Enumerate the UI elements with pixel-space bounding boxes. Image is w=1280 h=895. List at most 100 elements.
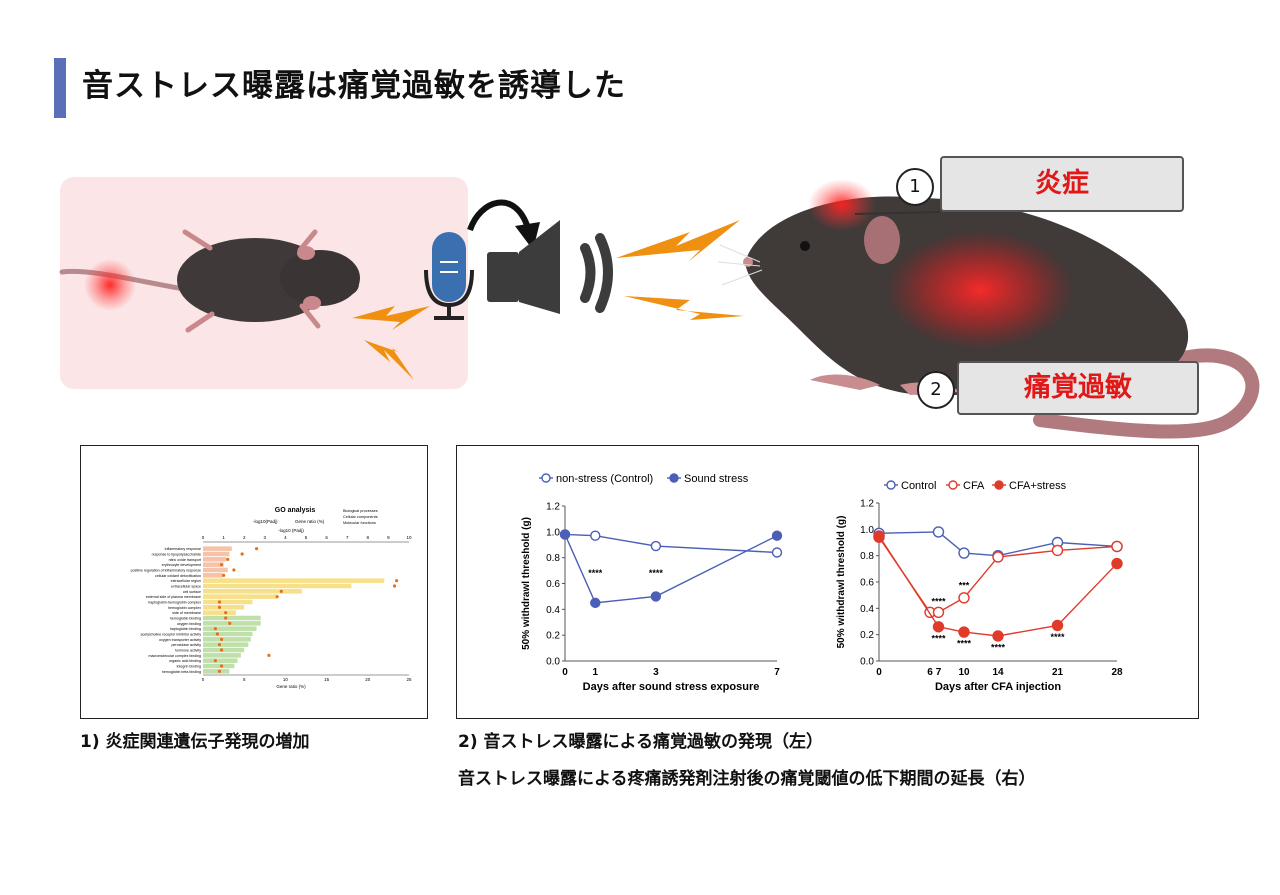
go-point <box>240 552 244 556</box>
legend-label: non-stress (Control) <box>556 473 653 485</box>
microphone-icon <box>424 232 474 320</box>
go-category-label: erythrocyte development <box>162 563 201 567</box>
go-category-label: response to lipopolysaccharide <box>152 553 201 557</box>
go-top-tick: 2 <box>243 535 246 540</box>
go-category-label: hemoglobin complex <box>168 606 201 610</box>
go-top-tick: 9 <box>387 535 390 540</box>
go-top-tick: 10 <box>406 535 412 540</box>
go-bottom-tick: 20 <box>365 677 371 682</box>
legend-marker <box>994 480 1004 490</box>
data-point <box>1111 540 1123 553</box>
data-point <box>559 529 571 540</box>
data-point <box>1051 544 1064 557</box>
go-category-label: peroxidase activity <box>171 643 201 647</box>
go-bar <box>203 546 232 551</box>
significance-label: **** <box>588 568 603 578</box>
go-top-tick: 7 <box>346 535 349 540</box>
y-tick-label: 0.4 <box>546 605 560 616</box>
go-bar <box>203 610 236 615</box>
y-tick-label: 0.0 <box>860 657 874 668</box>
go-point <box>392 584 397 588</box>
go-bottom-tick: 5 <box>243 677 246 682</box>
x-axis-title: Days after CFA injection <box>935 681 1061 693</box>
go-category-label: cellular oxidant detoxification <box>155 574 201 578</box>
data-point <box>590 597 601 609</box>
go-top-tick: 4 <box>284 535 287 540</box>
go-analysis-chart: GO analysis-log10(Padj)Gene ratio (%)Bio… <box>131 507 412 689</box>
go-bar <box>203 551 230 557</box>
x-tick-label: 7 <box>936 667 942 678</box>
x-tick-label: 10 <box>958 667 970 678</box>
data-point <box>873 530 885 542</box>
go-bottom-tick: 10 <box>283 677 289 682</box>
go-category-label: integrin binding <box>177 665 201 669</box>
go-top-tick: 0 <box>202 535 205 540</box>
caption-right-1: 2) 音ストレス曝露による痛覚過敏の発現（左） <box>458 732 824 752</box>
significance-label: **** <box>931 596 946 606</box>
data-point <box>1111 557 1123 570</box>
go-chart-title: GO analysis <box>275 507 316 514</box>
go-bar <box>203 631 253 637</box>
go-point <box>275 595 279 599</box>
go-category-label: organic acid binding <box>169 659 201 663</box>
go-bar <box>203 599 253 605</box>
sound-wave-icon <box>580 233 613 313</box>
go-legend-padj: -log10(Padj) <box>253 519 278 524</box>
mouse-side-view-illustration <box>717 179 1260 439</box>
go-bottom-tick: 15 <box>324 677 330 682</box>
series-line <box>564 534 778 604</box>
go-point <box>222 573 226 577</box>
go-point <box>219 648 224 652</box>
go-category-label: haptoglobin binding <box>170 627 201 631</box>
legend-marker <box>948 480 958 490</box>
legend-marker <box>886 480 896 490</box>
y-tick-label: 0.6 <box>860 578 874 589</box>
go-category-label: acetylcholine receptor inhibitor activit… <box>140 633 201 637</box>
go-analysis-frame: GO analysis-log10(Padj)Gene ratio (%)Bio… <box>80 445 428 719</box>
go-legend-group: Molecular functions <box>343 521 376 525</box>
data-point <box>958 626 970 638</box>
experiment-illustration <box>59 179 1260 439</box>
lightning-icon <box>616 220 744 320</box>
y-tick-label: 0.6 <box>546 579 560 590</box>
go-legend-group: Cellular components <box>343 515 378 519</box>
series-line <box>878 535 1118 637</box>
go-category-label: hemoglobin binding <box>170 617 201 621</box>
data-point <box>590 530 601 541</box>
go-category-label: macromolecular complex binding <box>148 654 201 658</box>
data-point <box>958 547 970 559</box>
arrow-icon <box>467 199 540 250</box>
legend-label: Sound stress <box>684 473 749 485</box>
go-bar <box>203 605 245 610</box>
go-point <box>226 557 230 561</box>
go-point <box>224 616 228 620</box>
y-tick-label: 1.2 <box>546 502 560 513</box>
page-title: 音ストレス曝露は痛覚過敏を誘導した <box>82 68 626 104</box>
go-point <box>213 659 217 663</box>
go-category-label: extracellular space <box>171 585 201 589</box>
y-tick-label: 1.2 <box>860 499 874 510</box>
x-tick-label: 6 <box>927 667 933 678</box>
series-line <box>564 533 778 554</box>
series-line <box>878 531 1118 557</box>
data-point <box>771 547 783 558</box>
go-bar <box>203 583 352 589</box>
go-point <box>279 589 283 593</box>
go-bar <box>203 653 241 658</box>
go-bar <box>203 647 245 653</box>
go-point <box>217 643 222 647</box>
legend-marker <box>541 473 551 483</box>
go-point <box>217 600 222 604</box>
speaker-icon <box>487 220 560 314</box>
go-bar <box>203 615 261 621</box>
data-point <box>932 606 945 618</box>
data-point <box>932 621 945 633</box>
x-tick-label: 14 <box>992 667 1004 678</box>
go-bar <box>203 557 227 562</box>
go-point <box>217 669 222 673</box>
legend-label: CFA <box>963 480 985 492</box>
y-tick-label: 0.8 <box>546 553 560 564</box>
go-category-label: hemoglobin beta binding <box>162 670 201 674</box>
